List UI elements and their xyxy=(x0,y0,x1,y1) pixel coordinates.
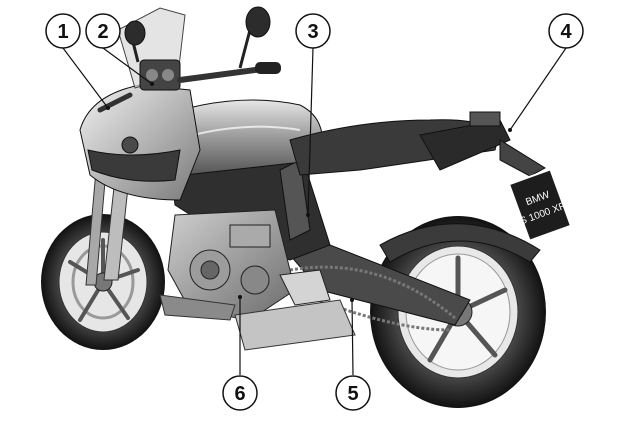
callout-4-label: 4 xyxy=(560,21,572,43)
tail-section xyxy=(419,111,546,177)
footpeg-bracket xyxy=(279,269,331,306)
leader-line-4 xyxy=(509,47,567,131)
callout-2-label: 2 xyxy=(97,21,108,43)
callout-5-label: 5 xyxy=(347,383,358,405)
callout-1-label: 1 xyxy=(57,21,68,43)
callout-6-label: 6 xyxy=(234,383,245,405)
handlebar-assembly xyxy=(97,59,281,113)
leader-lines xyxy=(62,47,567,376)
leader-line-3 xyxy=(307,47,314,216)
callout-5: 5 xyxy=(335,375,371,411)
license-plate: BMW S 1000 XR xyxy=(507,168,573,242)
callout-6: 6 xyxy=(222,375,258,411)
callout-4: 4 xyxy=(548,13,584,49)
callout-3-label: 3 xyxy=(307,21,318,43)
callout-1: 1 xyxy=(45,13,81,49)
front-wheel xyxy=(41,214,165,350)
brand-logo xyxy=(121,136,139,154)
callout-2: 2 xyxy=(85,13,121,49)
mirrors xyxy=(124,6,271,69)
rear-fender xyxy=(379,223,541,263)
leader-line-1 xyxy=(62,47,109,109)
callout-3: 3 xyxy=(295,13,331,49)
leader-targets xyxy=(106,82,512,302)
leader-line-5 xyxy=(351,299,354,376)
front-fairing xyxy=(79,84,201,201)
exhaust xyxy=(159,294,356,351)
leader-line-2 xyxy=(102,47,153,85)
